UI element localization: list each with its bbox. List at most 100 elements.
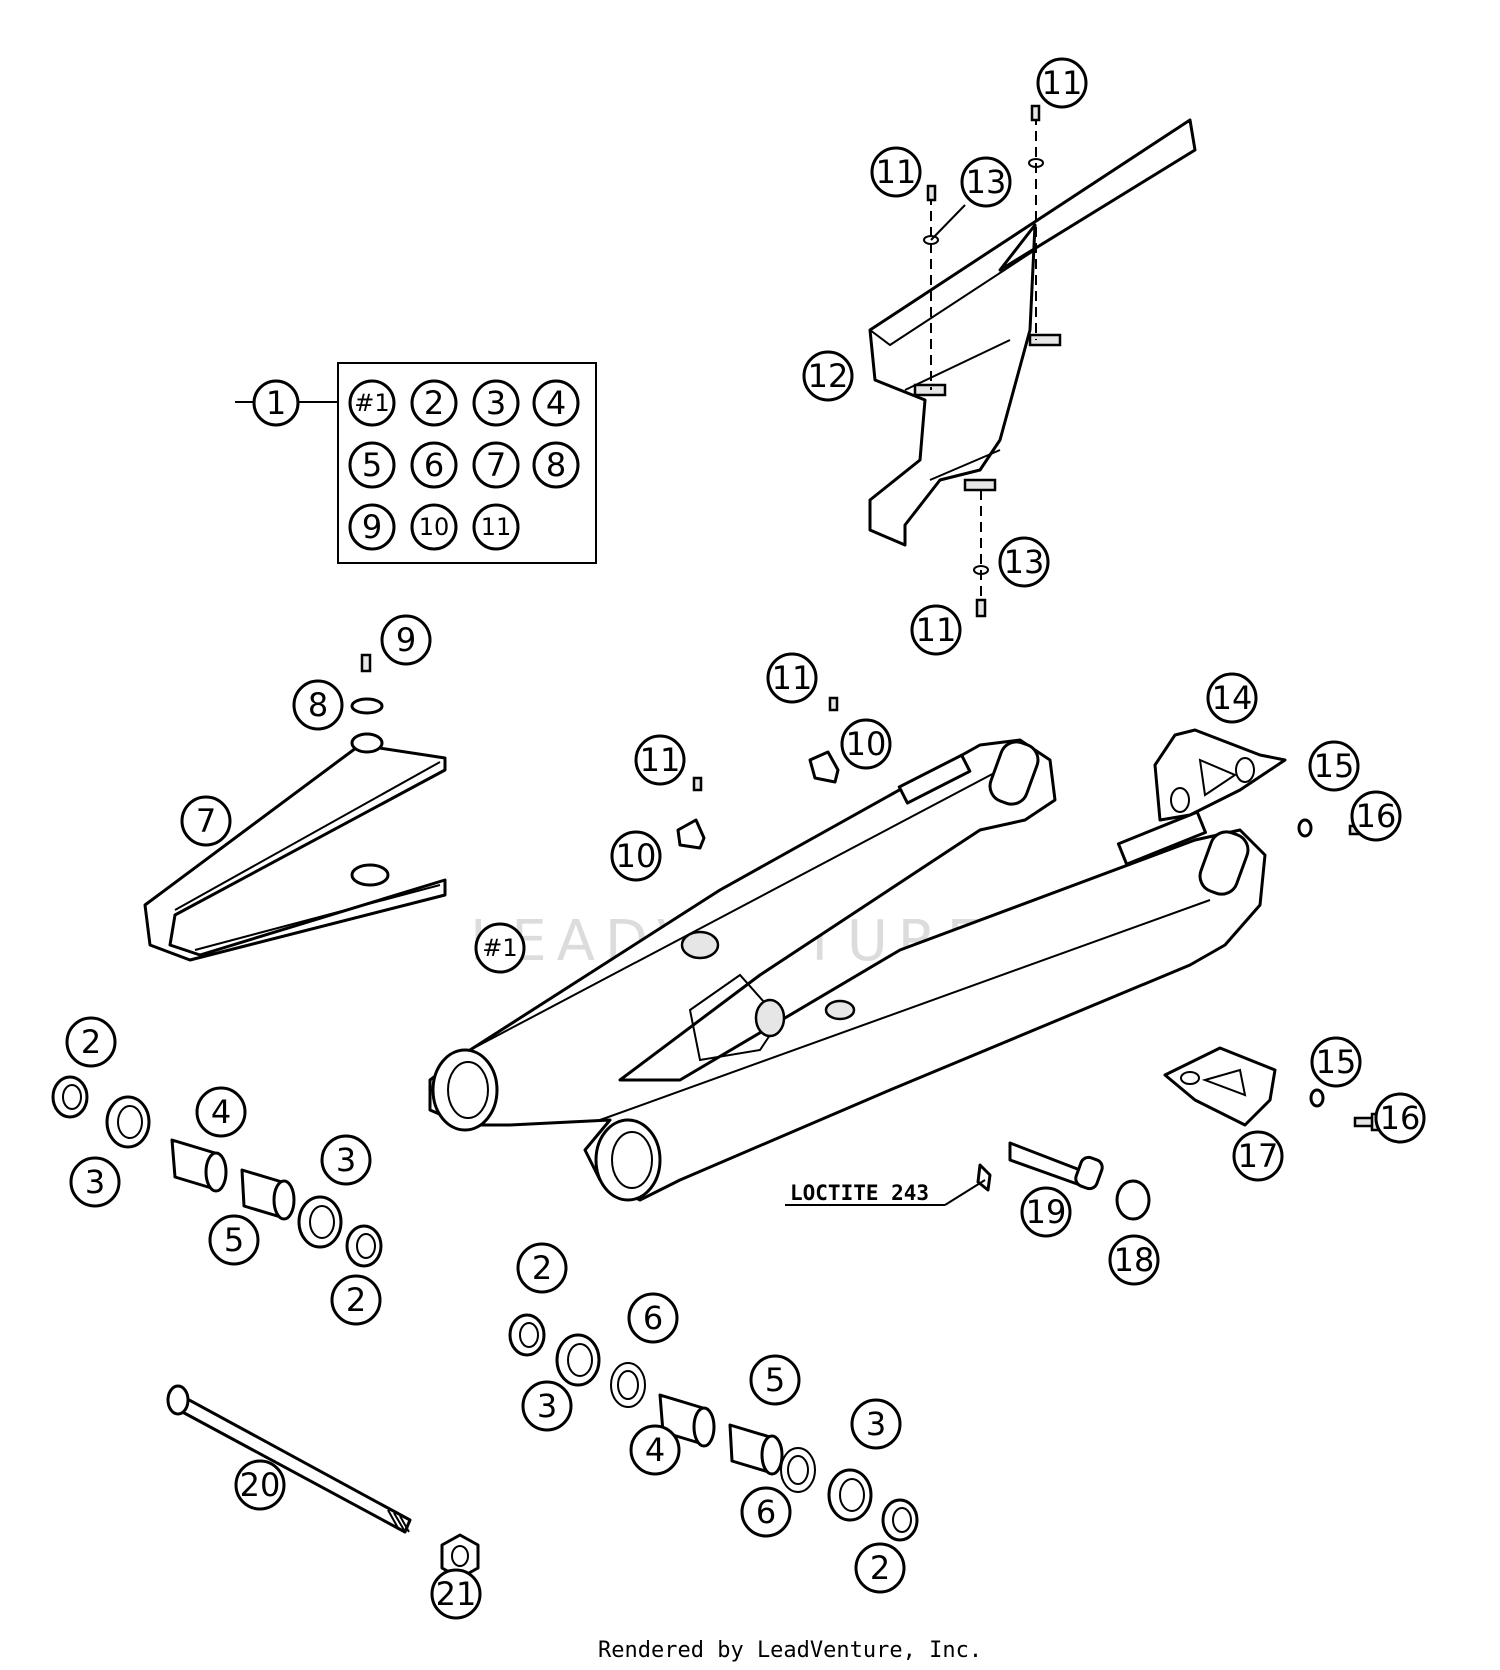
callout: 3 (69, 1156, 121, 1208)
svg-text:2: 2 (424, 384, 444, 422)
callout: 11 (634, 734, 686, 786)
callout: 12 (802, 350, 854, 402)
svg-text:4: 4 (645, 1431, 665, 1469)
svg-text:3: 3 (486, 384, 506, 422)
svg-text:#1: #1 (354, 389, 389, 417)
callout: 3 (521, 1380, 573, 1432)
svg-text:10: 10 (616, 837, 657, 875)
callout: 4 (532, 379, 580, 427)
chain-guard-fasteners (923, 104, 1044, 618)
callout: 4 (629, 1424, 681, 1476)
chain-guard-part (868, 118, 1197, 547)
right-bearing-set (508, 1313, 919, 1542)
callout: 3 (850, 1398, 902, 1450)
svg-text:#1: #1 (482, 934, 517, 962)
callout: 13 (998, 536, 1050, 588)
svg-text:10: 10 (846, 725, 887, 763)
callout: 19 (1020, 1186, 1072, 1238)
svg-text:7: 7 (486, 446, 506, 484)
svg-text:5: 5 (765, 1361, 785, 1399)
callout: 7 (180, 795, 232, 847)
callout: 15 (1310, 1036, 1362, 1088)
svg-text:3: 3 (85, 1163, 105, 1201)
svg-text:9: 9 (396, 621, 416, 659)
callout: 16 (1374, 1092, 1426, 1144)
callout: #1 (474, 922, 526, 974)
svg-text:13: 13 (966, 163, 1007, 201)
svg-text:14: 14 (1212, 679, 1253, 717)
callout: 6 (740, 1486, 792, 1538)
callout: 2 (516, 1242, 568, 1294)
callout: 3 (320, 1134, 372, 1186)
callout: 8 (532, 441, 580, 489)
callout: 9 (348, 503, 396, 551)
svg-text:16: 16 (1356, 797, 1397, 835)
callout: 6 (410, 441, 458, 489)
svg-text:11: 11 (1042, 64, 1083, 102)
chain-slider-fasteners (350, 653, 384, 715)
svg-text:1: 1 (266, 384, 286, 422)
callout: 11 (766, 652, 818, 704)
svg-text:8: 8 (308, 686, 328, 724)
callout: 5 (749, 1354, 801, 1406)
svg-text:11: 11 (481, 513, 512, 541)
svg-text:11: 11 (772, 659, 813, 697)
svg-text:21: 21 (436, 1575, 477, 1613)
callout: 15 (1308, 740, 1360, 792)
svg-text:15: 15 (1314, 747, 1355, 785)
callout: 2 (330, 1274, 382, 1326)
callout: 5 (208, 1214, 260, 1266)
callout: 8 (292, 679, 344, 731)
render-credit: Rendered by LeadVenture, Inc. (598, 1638, 982, 1663)
svg-text:6: 6 (643, 1299, 663, 1337)
callout: 10 (840, 718, 892, 770)
pivot-bolt-and-cap (785, 1141, 1151, 1221)
svg-text:20: 20 (240, 1466, 281, 1504)
callout: 17 (1232, 1130, 1284, 1182)
svg-text:4: 4 (546, 384, 566, 422)
svg-text:12: 12 (808, 357, 849, 395)
callout: 4 (195, 1086, 247, 1138)
svg-text:5: 5 (224, 1221, 244, 1259)
swingarm-part (428, 738, 1267, 1202)
svg-text:5: 5 (362, 446, 382, 484)
callout: 9 (380, 614, 432, 666)
callout: 1 (252, 379, 300, 427)
svg-text:2: 2 (346, 1281, 366, 1319)
callout: 13 (960, 156, 1012, 208)
svg-text:3: 3 (537, 1387, 557, 1425)
svg-text:19: 19 (1026, 1193, 1067, 1231)
chain-slider-part (143, 732, 447, 962)
svg-text:16: 16 (1380, 1099, 1421, 1137)
callout: 2 (65, 1016, 117, 1068)
callout: 6 (627, 1292, 679, 1344)
callout: 11 (870, 146, 922, 198)
callout: 18 (1108, 1234, 1160, 1286)
callout: 11 (472, 503, 520, 551)
callout: 21 (430, 1568, 482, 1620)
svg-text:8: 8 (546, 446, 566, 484)
svg-text:11: 11 (876, 153, 917, 191)
svg-text:17: 17 (1238, 1137, 1279, 1175)
svg-text:9: 9 (362, 508, 382, 546)
svg-text:6: 6 (756, 1493, 776, 1531)
left-bearing-set (51, 1075, 383, 1268)
callout: 2 (410, 379, 458, 427)
svg-text:18: 18 (1114, 1241, 1155, 1279)
svg-text:3: 3 (336, 1141, 356, 1179)
callout: 3 (472, 379, 520, 427)
svg-text:6: 6 (424, 446, 444, 484)
svg-text:11: 11 (640, 741, 681, 779)
callout: 2 (854, 1542, 906, 1594)
svg-text:2: 2 (532, 1249, 552, 1287)
svg-text:13: 13 (1004, 543, 1045, 581)
svg-text:2: 2 (870, 1549, 890, 1587)
pivot-axle (166, 1384, 480, 1580)
callout: 11 (910, 604, 962, 656)
svg-text:4: 4 (211, 1093, 231, 1131)
svg-text:7: 7 (196, 802, 216, 840)
callout: 20 (234, 1459, 286, 1511)
callout: 7 (472, 441, 520, 489)
callout: 16 (1350, 790, 1402, 842)
